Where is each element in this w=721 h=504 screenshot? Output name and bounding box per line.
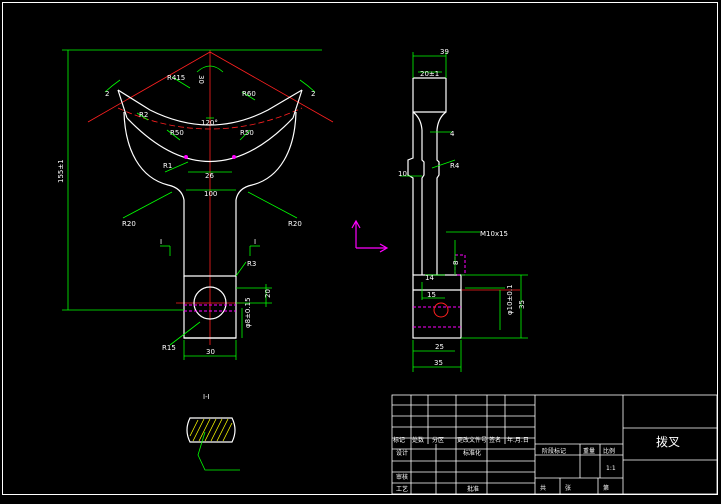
tb-ratio: 比例 (603, 447, 615, 455)
tb-approve: 批准 (467, 485, 479, 493)
tb-sign: 签名 (489, 436, 501, 444)
width-100: 100 (204, 190, 217, 198)
section-mark-right: I (254, 238, 256, 246)
section-outline (186, 417, 236, 443)
drawing-border (2, 2, 718, 495)
side-outline (407, 77, 462, 339)
side-dim-10: 10 (398, 170, 407, 178)
side-view: 39 20±1 4 R4 10 M10x15 14 8 15 35 φ10±0.… (398, 48, 528, 372)
side-dim-4: 4 (450, 130, 455, 138)
radius-r415: R415 (167, 74, 185, 82)
tb-process: 工艺 (396, 485, 408, 493)
tb-standard: 标准化 (463, 449, 481, 457)
tb-date: 年.月.日 (507, 436, 529, 444)
side-dim-15: 15 (427, 291, 436, 299)
width-30: 30 (206, 348, 215, 356)
height-20: 20 (264, 289, 272, 298)
width-26: 26 (205, 172, 214, 180)
overall-height: 155±1 (57, 159, 65, 183)
front-outline (117, 89, 303, 339)
section-label: I-I (203, 393, 210, 401)
tb-zone: 分区 (432, 436, 444, 444)
tb-sheets-total: 共 (540, 484, 546, 492)
front-view: R415 30 R60 R2 120° R50 R50 R1 26 100 R2… (57, 49, 334, 360)
side-width-25: 25 (435, 343, 444, 351)
tb-mark: 标记 (393, 436, 405, 444)
tb-count: 处数 (412, 436, 424, 444)
front-centerlines (87, 50, 334, 345)
tb-review: 审核 (396, 473, 408, 481)
radius-r2-left: R2 (139, 111, 148, 119)
hole-dia-front: φ8±0.15 (244, 297, 252, 328)
tb-scale: 1:1 (606, 465, 616, 472)
side-dim-8: 8 (452, 261, 460, 265)
part-name: 拨叉 (656, 435, 680, 449)
tb-stage: 阶段标记 (542, 447, 566, 455)
side-top-dim: 20±1 (420, 70, 439, 78)
section-view: I-I (186, 393, 240, 471)
radius-r20-left: R20 (122, 220, 136, 228)
radius-r50-left: R50 (170, 129, 184, 137)
side-dimension-text: 39 20±1 4 R4 10 M10x15 14 8 15 35 φ10±0.… (398, 48, 526, 367)
tb-weight: 重量 (583, 447, 595, 455)
radius-r15: R15 (162, 344, 176, 352)
ucs-icon (351, 219, 389, 253)
tb-sheet-no: 第 (603, 484, 609, 492)
side-width-39: 39 (440, 48, 449, 56)
section-hatch (189, 418, 233, 442)
side-thread: M10x15 (480, 230, 508, 238)
radius-r3: R3 (247, 260, 256, 268)
side-height-35: 35 (518, 300, 526, 309)
section-mark-left: I (160, 238, 162, 246)
front-dimension-text: R415 30 R60 R2 120° R50 R50 R1 26 100 R2… (57, 74, 315, 356)
side-hole-dia: φ10±0.1 (506, 284, 514, 315)
tb-doc: 更改文件号 (457, 436, 487, 444)
front-dimensions (62, 49, 322, 360)
radius-r50-right: R50 (240, 129, 254, 137)
tb-design: 设计 (396, 449, 408, 457)
title-block-text: 标记 处数 分区 更改文件号 签名 年.月.日 设计 标准化 阶段标记 重量 比… (393, 435, 680, 493)
title-block (391, 394, 718, 495)
front-hidden (184, 155, 236, 312)
radius-r60-right: R60 (242, 90, 256, 98)
side-dimensions (400, 52, 528, 372)
angle-2-left: 2 (105, 90, 109, 98)
tb-sheets: 张 (565, 484, 571, 492)
side-height-14: 14 (425, 274, 434, 282)
angle-120: 120° (201, 119, 218, 127)
side-radius-r4: R4 (450, 162, 460, 170)
radius-r1: R1 (163, 162, 172, 170)
angle-30: 30 (197, 75, 205, 84)
radius-r20-right: R20 (288, 220, 302, 228)
section-leader (197, 431, 240, 471)
side-width-35: 35 (434, 359, 443, 367)
angle-2-right: 2 (311, 90, 315, 98)
